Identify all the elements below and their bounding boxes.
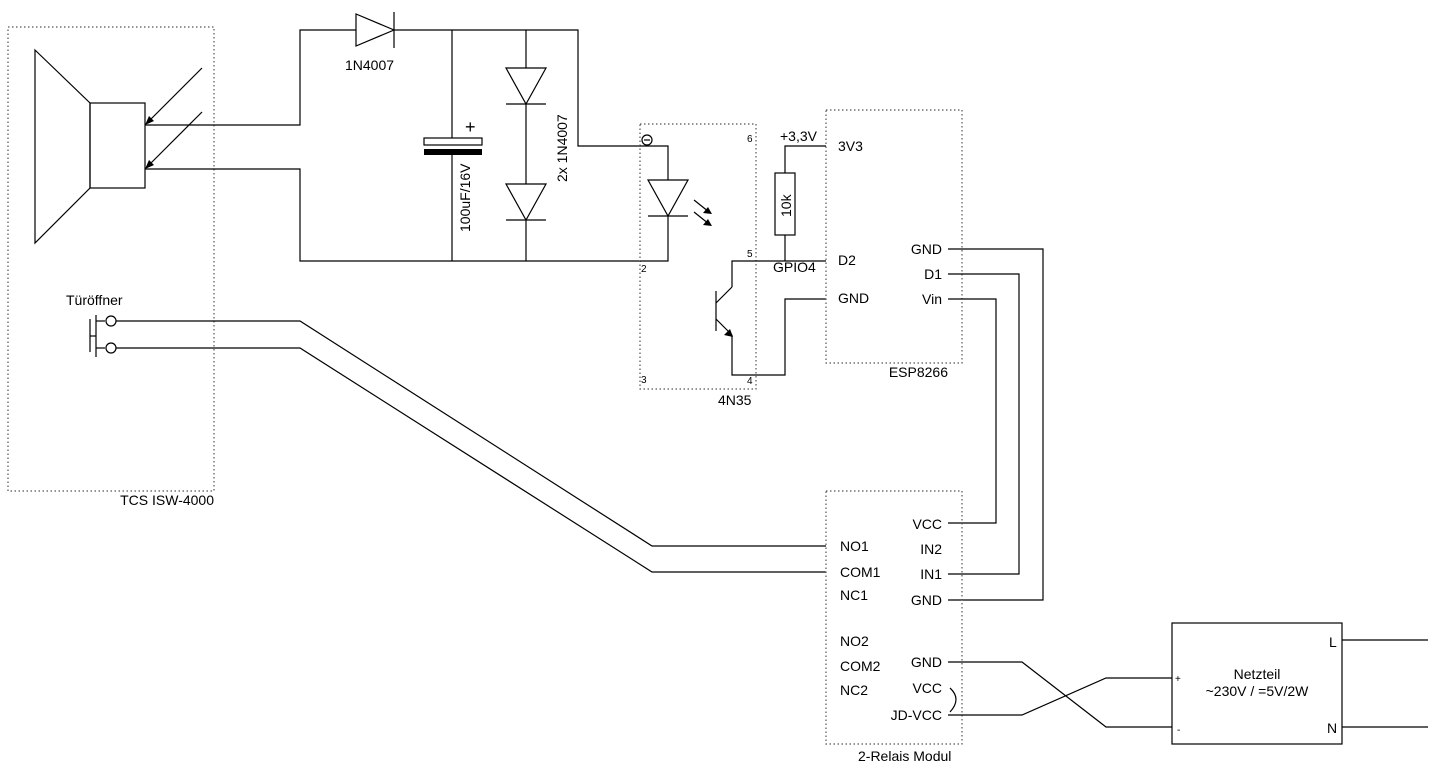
relay-pin-in1: IN1 [920, 566, 942, 582]
opto-pin-2: 2 [641, 264, 647, 275]
esp-pin-d1: D1 [924, 266, 942, 282]
opto-pin-3: 3 [641, 375, 647, 386]
relay-pin-gnd: GND [911, 592, 942, 608]
opto-pin-6: 6 [747, 134, 753, 145]
diode-pair-icon [504, 67, 548, 222]
phototransistor-icon [715, 260, 826, 376]
psu-pin-neutral: N [1327, 720, 1337, 736]
capacitor-label: 100uF/16V [457, 163, 473, 232]
relay-pin-vcc2: VCC [912, 680, 942, 696]
psu-wires [948, 639, 1428, 728]
relay-pin-com2: COM2 [840, 658, 881, 674]
relay-module: VCC IN2 IN1 GND NO1 COM1 NC1 NO2 COM2 NC… [825, 490, 963, 764]
diode-label: 1N4007 [345, 57, 394, 73]
psu-pin-plus: + [1175, 674, 1181, 685]
relay-pin-gnd2: GND [911, 654, 942, 670]
relay-boundary [825, 490, 963, 745]
relay-pin-no1: NO1 [840, 538, 869, 554]
relay-label: 2-Relais Modul [858, 748, 951, 764]
capacitor-plus-label: + [465, 117, 476, 137]
resistor-icon [774, 145, 826, 261]
resistor-label: 10k [778, 193, 794, 217]
door-opener-label: Türöffner [66, 292, 123, 308]
relay-pin-nc1: NC1 [840, 587, 868, 603]
power-supply: Netzteil ~230V / =5V/2W + - L N [1171, 622, 1343, 745]
relay-pin-no2: NO2 [840, 633, 869, 649]
esp-pin-gnd-left: GND [838, 290, 869, 306]
intercom-boundary [7, 26, 215, 492]
door-opener-switch-icon [89, 315, 117, 357]
opto-pin-5: 5 [747, 249, 753, 260]
opto-pin-4: 4 [747, 376, 753, 387]
esp-pin-3v3: 3V3 [838, 138, 863, 154]
pin1-marker-icon [641, 134, 653, 146]
optocoupler-module: 2 3 4 5 6 4N35 [639, 123, 826, 408]
relay-pin-jdvcc: JD-VCC [891, 707, 942, 723]
rail-3v3-label: +3,3V [780, 128, 818, 144]
esp8266-module: 3V3 D2 GND GND D1 Vin ESP8266 [825, 109, 963, 380]
capacitor-icon [423, 137, 483, 155]
psu-title: Netzteil [1234, 666, 1281, 682]
psu-pin-line: L [1329, 634, 1337, 650]
intercom-module: Türöffner TCS ISW-4000 [7, 26, 215, 508]
esp-label: ESP8266 [889, 364, 948, 380]
diode-1n4007-icon [355, 12, 396, 48]
gpio-label: GPIO4 [773, 259, 816, 275]
optocoupler-boundary [639, 123, 757, 390]
door-opener-wires [116, 320, 826, 573]
esp-pin-vin: Vin [922, 291, 942, 307]
optocoupler-label: 4N35 [718, 392, 752, 408]
psu-pin-minus: - [1177, 725, 1180, 736]
diode-pair-label: 2x 1N4007 [554, 114, 570, 182]
psu-box [1171, 622, 1343, 745]
psu-rating: ~230V / =5V/2W [1206, 683, 1310, 699]
esp-relay-wires [948, 248, 1044, 601]
esp-pin-gnd-right: GND [911, 241, 942, 257]
esp-boundary [825, 109, 963, 364]
rectifier-wires [145, 29, 640, 262]
relay-pin-vcc: VCC [912, 516, 942, 532]
speaker-arrows-icon [145, 67, 203, 169]
intercom-label: TCS ISW-4000 [120, 492, 214, 508]
led-icon [640, 145, 712, 262]
jumper-icon [949, 687, 957, 713]
relay-pin-nc2: NC2 [840, 682, 868, 698]
speaker-icon [34, 48, 146, 245]
relay-pin-com1: COM1 [840, 564, 881, 580]
esp-pin-d2: D2 [838, 252, 856, 268]
relay-pin-in2: IN2 [920, 541, 942, 557]
